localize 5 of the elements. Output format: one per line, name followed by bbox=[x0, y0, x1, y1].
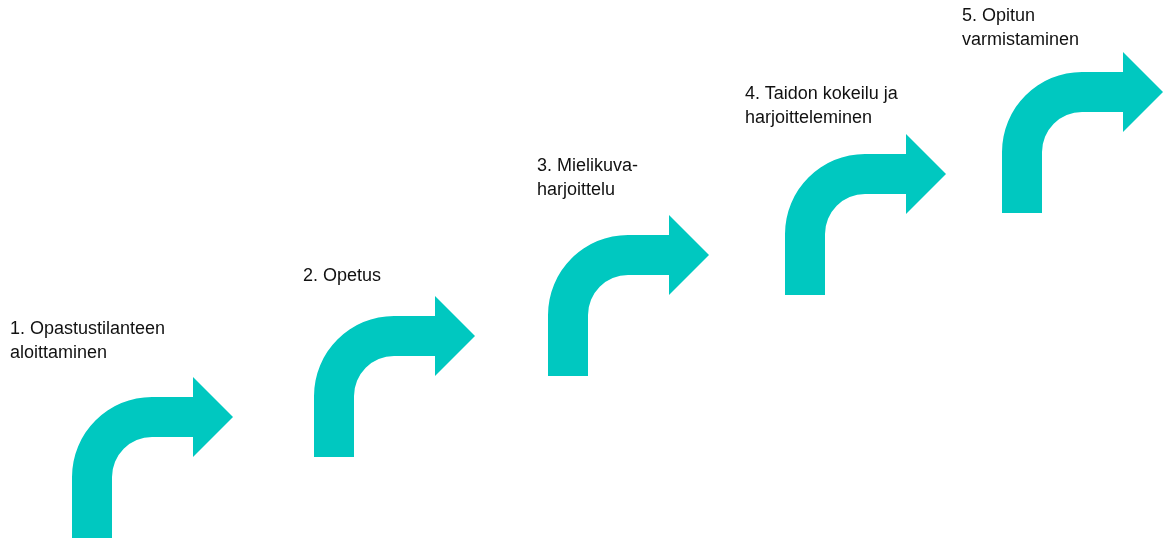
step-label: 3. Mielikuva-harjoittelu bbox=[537, 154, 640, 201]
step-label: 1. Opastustilanteen aloittaminen bbox=[10, 317, 167, 364]
step-label: 5. Opitun varmistaminen bbox=[962, 4, 1081, 51]
step-label: 2. Opetus bbox=[303, 264, 383, 287]
step-label: 4. Taidon kokeilu ja harjoitteleminen bbox=[745, 82, 899, 129]
